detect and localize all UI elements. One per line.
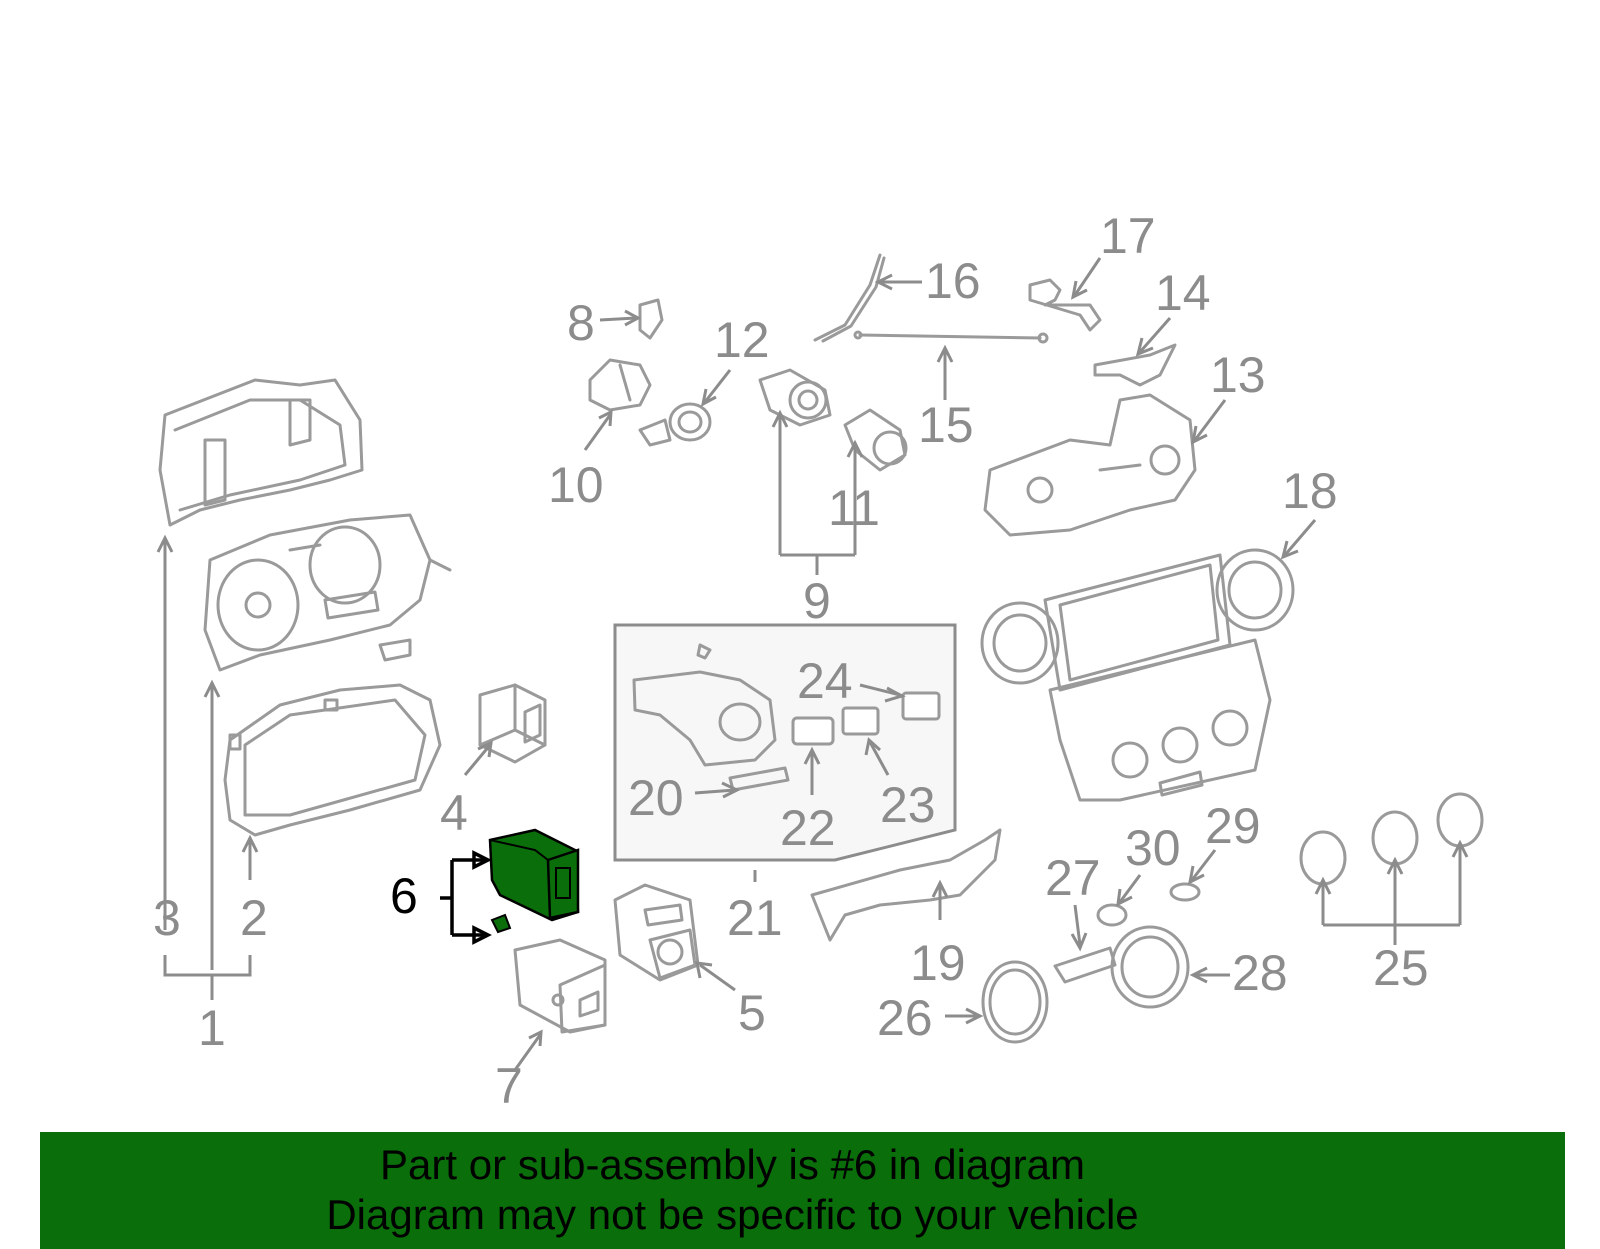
banner-line-1: Part or sub-assembly is #6 in diagram — [380, 1141, 1085, 1188]
callout-28[interactable]: 28 — [1232, 945, 1288, 1001]
part-2-cluster-lens — [223, 683, 442, 837]
part-21-group-box — [613, 623, 957, 862]
part-30-knob — [1096, 903, 1128, 927]
part-28-ring — [1110, 925, 1190, 1009]
part-6-switch-highlighted[interactable] — [488, 828, 580, 934]
part-20-bracket — [632, 643, 790, 792]
part-22-switch — [791, 716, 835, 746]
callout-26[interactable]: 26 — [877, 990, 933, 1046]
part-23-switch — [841, 706, 880, 736]
callout-29[interactable]: 29 — [1205, 798, 1261, 854]
callout-21[interactable]: 21 — [727, 890, 783, 946]
leader-lines — [156, 257, 1469, 1071]
part-14-knob — [1093, 343, 1177, 387]
part-19-bracket — [810, 828, 1002, 942]
part-17-harness — [1028, 278, 1102, 332]
banner-line-2: Diagram may not be specific to your vehi… — [326, 1191, 1139, 1238]
leader-part-6 — [440, 850, 492, 945]
callout-7[interactable]: 7 — [495, 1058, 523, 1114]
callout-11[interactable]: 11 — [828, 480, 880, 536]
part-1-instrument-cluster — [203, 513, 452, 672]
callout-16[interactable]: 16 — [925, 253, 981, 309]
part-5-mirror-switch — [613, 883, 700, 982]
callout-30[interactable]: 30 — [1125, 820, 1181, 876]
callout-18[interactable]: 18 — [1282, 463, 1338, 519]
callout-10[interactable]: 10 — [548, 457, 604, 513]
part-18-center-bezel — [980, 548, 1295, 802]
callout-9[interactable]: 9 — [803, 573, 831, 629]
callout-19[interactable]: 19 — [910, 935, 966, 991]
callout-17[interactable]: 17 — [1100, 208, 1156, 264]
callout-5[interactable]: 5 — [738, 985, 766, 1041]
part-29-cap — [1169, 882, 1201, 902]
part-7-switch — [513, 938, 607, 1034]
part-3-cluster-housing — [158, 378, 364, 527]
callout-8[interactable]: 8 — [567, 295, 595, 351]
callout-12[interactable]: 12 — [714, 312, 770, 368]
callout-22[interactable]: 22 — [780, 800, 836, 856]
info-banner: Part or sub-assembly is #6 in diagram Di… — [40, 1132, 1565, 1249]
part-26-ring — [981, 960, 1049, 1044]
callout-15[interactable]: 15 — [918, 397, 974, 453]
part-27-indicator — [1053, 946, 1117, 984]
callout-1[interactable]: 1 — [198, 1000, 226, 1056]
part-24-switch — [901, 691, 941, 721]
part-13-heater-control — [983, 393, 1197, 537]
part-8-cap — [638, 298, 664, 340]
callout-2[interactable]: 2 — [240, 890, 268, 946]
part-16-cable — [813, 253, 886, 343]
part-12-socket — [638, 402, 712, 447]
callout-27[interactable]: 27 — [1045, 850, 1101, 906]
part-10-socket-housing — [588, 358, 652, 412]
callout-6[interactable]: 6 — [390, 868, 418, 924]
callout-4[interactable]: 4 — [440, 785, 468, 841]
callout-3[interactable]: 3 — [153, 890, 181, 946]
callout-13[interactable]: 13 — [1210, 347, 1266, 403]
callout-25[interactable]: 25 — [1373, 940, 1429, 996]
callout-23[interactable]: 23 — [880, 777, 936, 833]
callout-20[interactable]: 20 — [628, 770, 684, 826]
callout-14[interactable]: 14 — [1155, 265, 1211, 321]
part-9-lighter-socket — [758, 368, 832, 427]
callout-labels: 1 2 3 4 5 6 7 8 9 10 11 12 13 14 15 16 1… — [153, 208, 1429, 1114]
part-4-switch — [478, 683, 547, 764]
callout-24[interactable]: 24 — [797, 653, 853, 709]
part-25-vents — [1299, 792, 1484, 886]
part-15-rod — [853, 330, 1049, 344]
